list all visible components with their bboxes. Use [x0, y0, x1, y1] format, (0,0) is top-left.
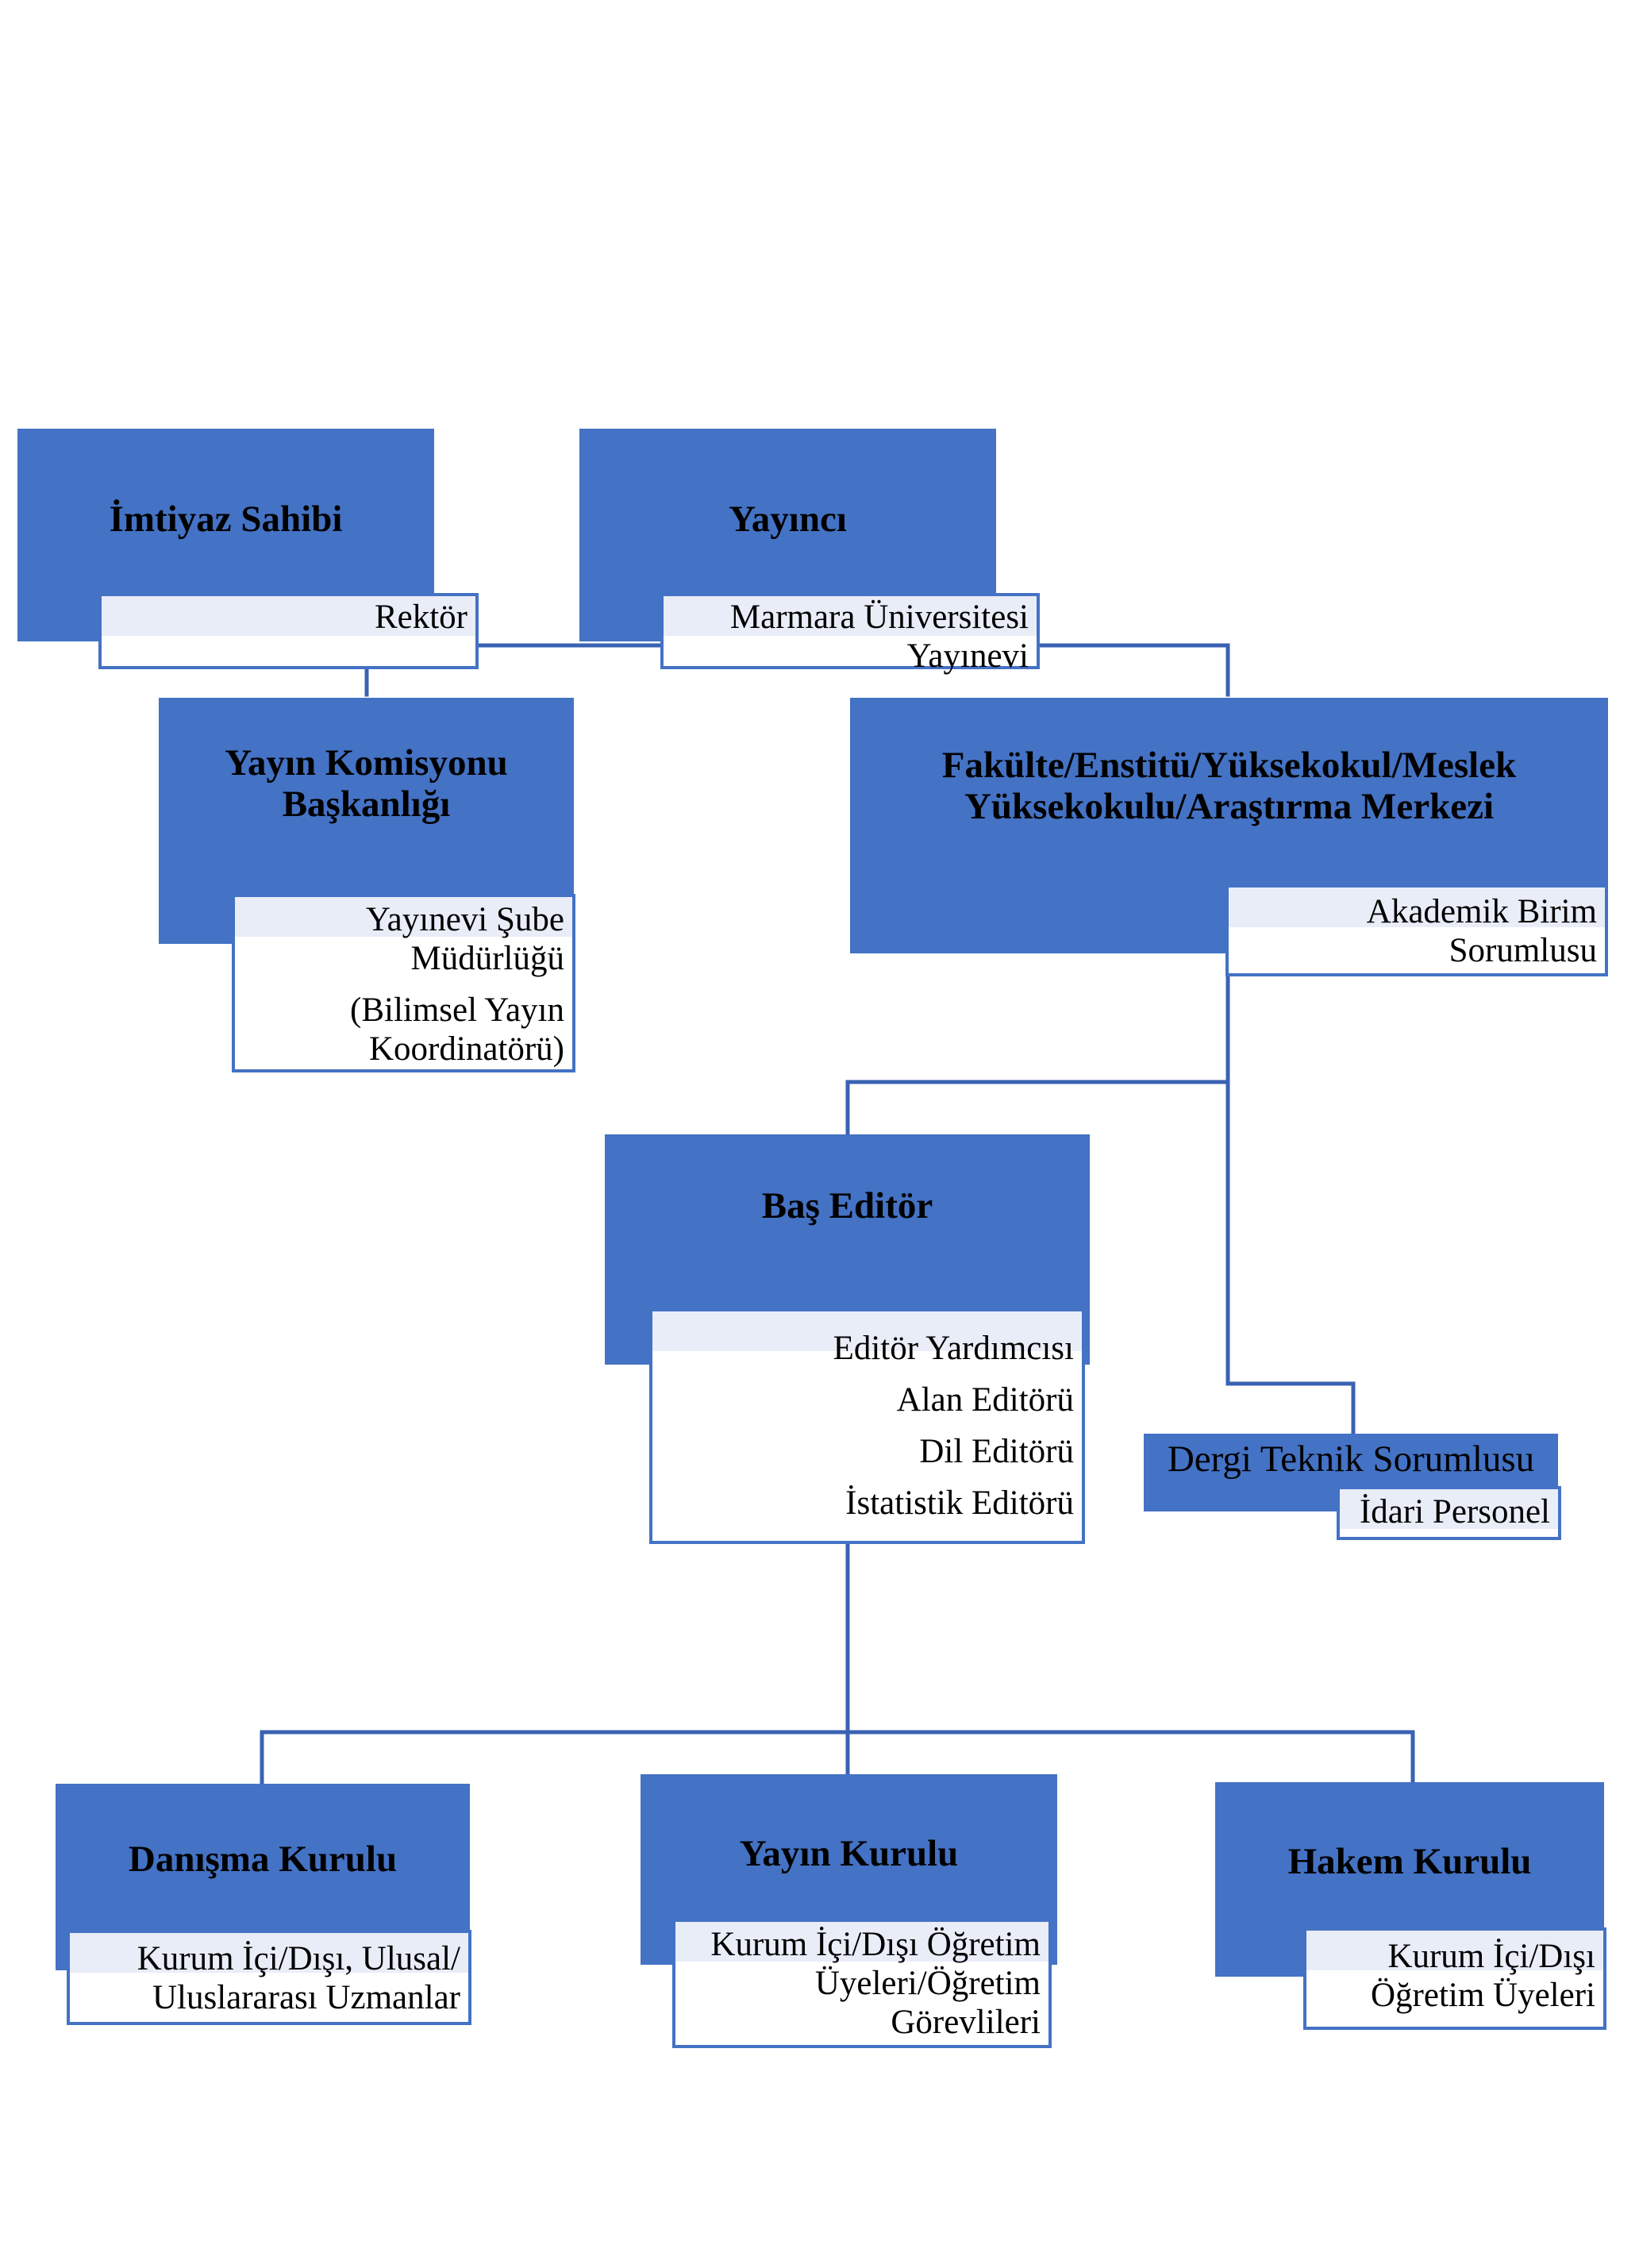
node-dergi-teknik-sub: İdari Personel — [1337, 1486, 1561, 1540]
node-title: Dergi Teknik Sorumlusu — [1167, 1438, 1535, 1480]
node-title: Başkanlığı — [282, 783, 451, 825]
node-yayin-kurulu-sub: Kurum İçi/Dışı Öğretim Üyeleri/Öğretim G… — [672, 1919, 1052, 2048]
node-sub-line: Rektör — [374, 599, 467, 636]
node-sub-line: Kurum İçi/Dışı — [1387, 1938, 1595, 1975]
node-sub-line: Öğretim Üyeleri — [1371, 1977, 1595, 2014]
node-sub-line: Yayınevi — [906, 637, 1029, 675]
node-title: Yüksekokulu/Araştırma Merkezi — [964, 786, 1495, 827]
node-sub-line: Görevlileri — [891, 2004, 1041, 2041]
node-sub-line: Uluslararası Uzmanlar — [152, 1979, 460, 2016]
node-sub-line: Üyeleri/Öğretim — [814, 1965, 1041, 2002]
node-hakem-kurulu-sub: Kurum İçi/Dışı Öğretim Üyeleri — [1303, 1927, 1606, 2030]
node-sub-line: Sorumlusu — [1449, 932, 1597, 969]
node-imtiyaz-sub: Rektör — [98, 593, 479, 669]
node-sub-line: İstatistik Editörü — [845, 1484, 1074, 1522]
node-sub-line: İdari Personel — [1359, 1493, 1550, 1531]
node-title: İmtiyaz Sahibi — [109, 499, 343, 540]
node-sub-line: Editör Yardımcısı — [833, 1330, 1074, 1367]
node-fakulte-sub: Akademik Birim Sorumlusu — [1225, 884, 1608, 976]
node-title: Danışma Kurulu — [128, 1839, 398, 1880]
node-yayinci-sub: Marmara Üniversitesi Yayınevi — [660, 593, 1040, 675]
node-sub-line: Marmara Üniversitesi — [729, 599, 1029, 636]
node-danisma-kurulu-sub: Kurum İçi/Dışı, Ulusal/ Uluslararası Uzm… — [67, 1930, 471, 2025]
node-sub-line: Akademik Birim — [1366, 893, 1597, 930]
node-sub-line: Müdürlüğü — [410, 940, 565, 977]
node-sub-line: Yayınevi Şube — [365, 901, 564, 938]
node-sub-line: Alan Editörü — [896, 1381, 1074, 1419]
node-sub-line: Kurum İçi/Dışı Öğretim — [710, 1926, 1041, 1963]
node-bas-editor-sub: Editör Yardımcısı Alan Editörü Dil Editö… — [649, 1308, 1085, 1544]
node-title: Hakem Kurulu — [1287, 1841, 1532, 1882]
node-sub-line: Kurum İçi/Dışı, Ulusal/ — [137, 1940, 460, 1977]
node-sub-line: (Bilimsel Yayın — [350, 992, 564, 1029]
node-yayin-komisyonu-sub: Yayınevi Şube Müdürlüğü (Bilimsel Yayın … — [232, 894, 575, 1072]
node-title: Fakülte/Enstitü/Yüksekokul/Meslek — [941, 745, 1517, 786]
node-title: Yayın Kurulu — [739, 1833, 959, 1874]
node-title: Baş Editör — [761, 1185, 933, 1226]
node-title: Yayın Komisyonu — [225, 741, 508, 784]
node-title: Yayıncı — [729, 499, 847, 540]
node-sub-line: Dil Editörü — [919, 1433, 1074, 1470]
node-sub-line: Koordinatörü) — [369, 1030, 564, 1068]
